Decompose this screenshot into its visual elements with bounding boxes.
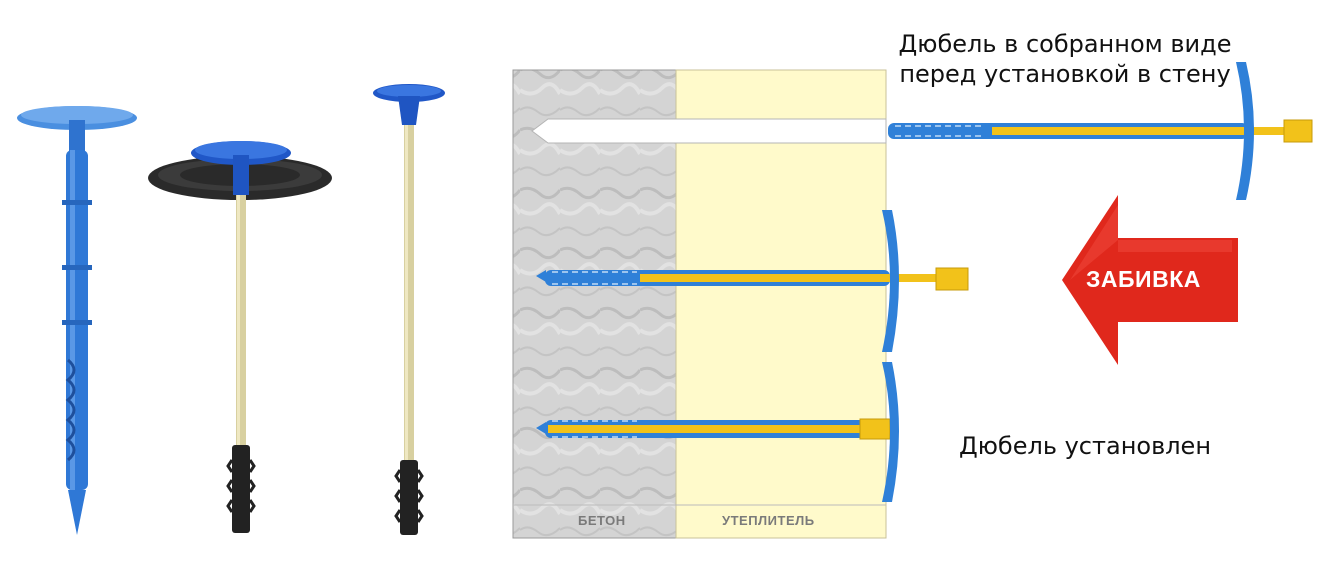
dowel-before-install <box>888 62 1313 200</box>
concrete-label: БЕТОН <box>578 513 626 528</box>
dowel-small-cap <box>373 84 445 535</box>
dowel-hammering <box>536 210 969 352</box>
caption-installed: Дюбель установлен <box>958 432 1212 460</box>
concrete-layer <box>512 69 677 539</box>
dowel-installed <box>536 362 899 502</box>
caption-before-line2: перед установкой в стену <box>899 60 1231 88</box>
drilled-hole <box>531 118 887 144</box>
insulation-layer <box>675 69 887 539</box>
insulation-label: УТЕПЛИТЕЛЬ <box>722 513 815 528</box>
caption-before-install: Дюбель в собранном виде перед установкой… <box>860 29 1270 89</box>
dowel-1-cap <box>1236 62 1254 200</box>
hammering-arrow <box>1062 195 1238 365</box>
dowel-with-washer <box>148 141 332 533</box>
dowel-2-cap <box>882 210 899 352</box>
blue-plastic-dowel <box>17 106 137 535</box>
caption-before-line1: Дюбель в собранном виде <box>898 30 1232 58</box>
arrow-label: ЗАБИВКА <box>1086 266 1201 292</box>
wall-cross-section <box>512 69 887 539</box>
dowel-3-cap <box>882 362 899 502</box>
